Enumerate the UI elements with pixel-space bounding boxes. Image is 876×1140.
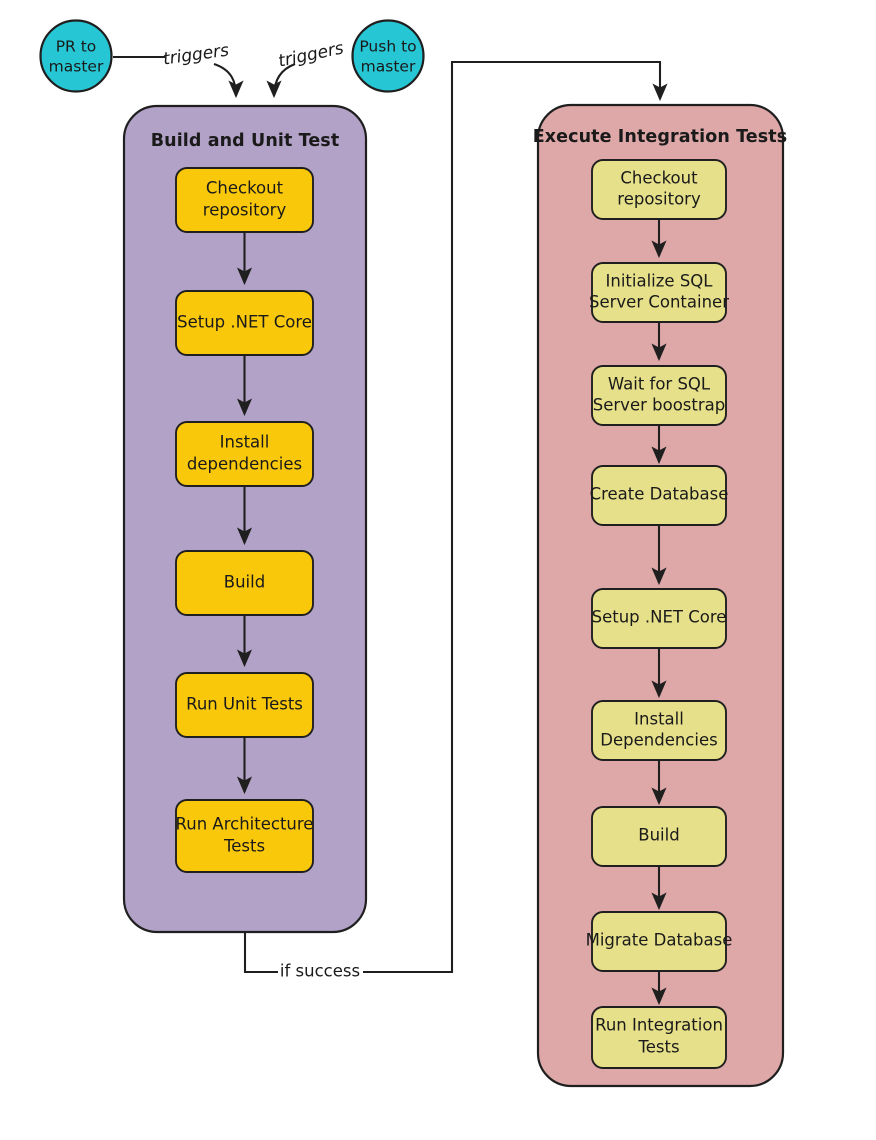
node-build-build[interactable]: Build — [175, 550, 314, 616]
edge-label-triggers-left: triggers — [162, 40, 231, 69]
node-integration-migrate-database[interactable]: Migrate Database — [586, 911, 733, 972]
trigger-push-to-master-label-line2: master — [361, 58, 416, 76]
node-integration-initialize-sql-server-container-label-line2: Server Container — [589, 293, 729, 312]
node-build-setup-dotnet-core-label-line1: Setup .NET Core — [177, 313, 312, 332]
node-integration-checkout-repository[interactable]: Checkout repository — [591, 159, 727, 220]
node-integration-wait-for-sql-server-boostrap-label-line1: Wait for SQL — [608, 375, 711, 394]
node-integration-install-dependencies-label-line1: Install — [634, 710, 684, 729]
trigger-pr-to-master[interactable]: PR to master — [39, 19, 113, 93]
node-integration-setup-dotnet-core[interactable]: Setup .NET Core — [591, 588, 727, 649]
node-integration-run-integration-tests-label-line1: Run Integration — [595, 1016, 723, 1035]
node-build-checkout-repository-label-line2: repository — [203, 201, 287, 220]
node-build-checkout-repository[interactable]: Checkout repository — [175, 167, 314, 233]
edge-label-triggers-right: triggers — [277, 38, 346, 71]
node-build-build-label-line1: Build — [224, 573, 265, 592]
node-build-checkout-repository-label-line1: Checkout — [206, 179, 284, 198]
node-build-setup-dotnet-core[interactable]: Setup .NET Core — [175, 290, 314, 356]
trigger-pr-to-master-label-line2: master — [49, 58, 104, 76]
node-integration-build[interactable]: Build — [591, 806, 727, 867]
node-build-run-unit-tests[interactable]: Run Unit Tests — [175, 672, 314, 738]
node-integration-checkout-repository-label-line2: repository — [617, 190, 701, 209]
edge-label-if-success: if success — [280, 962, 360, 981]
edge-pr-to-build — [213, 63, 244, 99]
node-integration-wait-for-sql-server-boostrap-label-line2: Server boostrap — [593, 396, 725, 415]
node-build-run-unit-tests-label-line1: Run Unit Tests — [186, 695, 303, 714]
stage-build-and-unit-test-title: Build and Unit Test — [151, 131, 340, 151]
node-integration-build-label-line1: Build — [638, 826, 679, 845]
node-build-run-architecture-tests[interactable]: Run Architecture Tests — [175, 799, 314, 873]
node-integration-install-dependencies[interactable]: Install Dependencies — [591, 700, 727, 761]
node-integration-setup-dotnet-core-label-line1: Setup .NET Core — [592, 608, 727, 627]
node-integration-initialize-sql-server-container-label-line1: Initialize SQL — [606, 272, 714, 291]
node-build-install-dependencies-label-line2: dependencies — [187, 455, 302, 474]
trigger-pr-to-master-label-line1: PR to — [56, 38, 97, 56]
node-build-install-dependencies-label-line1: Install — [220, 433, 270, 452]
stage-execute-integration-tests-title: Execute Integration Tests — [533, 127, 788, 147]
node-build-install-dependencies[interactable]: Install dependencies — [175, 421, 314, 487]
edge-push-to-build — [266, 63, 296, 99]
trigger-pr-to-master-circle[interactable] — [39, 19, 113, 93]
trigger-push-to-master-label-line1: Push to — [359, 38, 416, 56]
node-integration-run-integration-tests-label-line2: Tests — [637, 1038, 679, 1057]
node-integration-create-database-label-line1: Create Database — [590, 485, 729, 504]
node-integration-create-database[interactable]: Create Database — [590, 465, 729, 526]
node-integration-migrate-database-label-line1: Migrate Database — [586, 931, 733, 950]
stage-execute-integration-tests[interactable]: Execute Integration Tests Checkout repos… — [533, 103, 788, 1088]
edge-if-success-left-leg — [243, 932, 278, 974]
node-build-run-architecture-tests-box[interactable] — [175, 799, 314, 873]
trigger-push-to-master[interactable]: Push to master — [351, 19, 425, 93]
node-integration-install-dependencies-label-line2: Dependencies — [600, 731, 717, 750]
node-integration-checkout-repository-label-line1: Checkout — [620, 169, 698, 188]
node-integration-run-integration-tests[interactable]: Run Integration Tests — [591, 1006, 727, 1069]
node-integration-initialize-sql-server-container[interactable]: Initialize SQL Server Container — [589, 262, 729, 323]
edge-if-success-to-integration — [363, 60, 668, 974]
trigger-push-to-master-circle[interactable] — [351, 19, 425, 93]
node-integration-wait-for-sql-server-boostrap[interactable]: Wait for SQL Server boostrap — [591, 365, 727, 426]
node-build-run-architecture-tests-label-line1: Run Architecture — [176, 815, 314, 834]
stage-build-and-unit-test[interactable]: Build and Unit Test Checkout repository … — [122, 104, 368, 934]
node-build-run-architecture-tests-label-line2: Tests — [223, 837, 265, 856]
node-integration-run-integration-tests-box[interactable] — [591, 1006, 727, 1069]
